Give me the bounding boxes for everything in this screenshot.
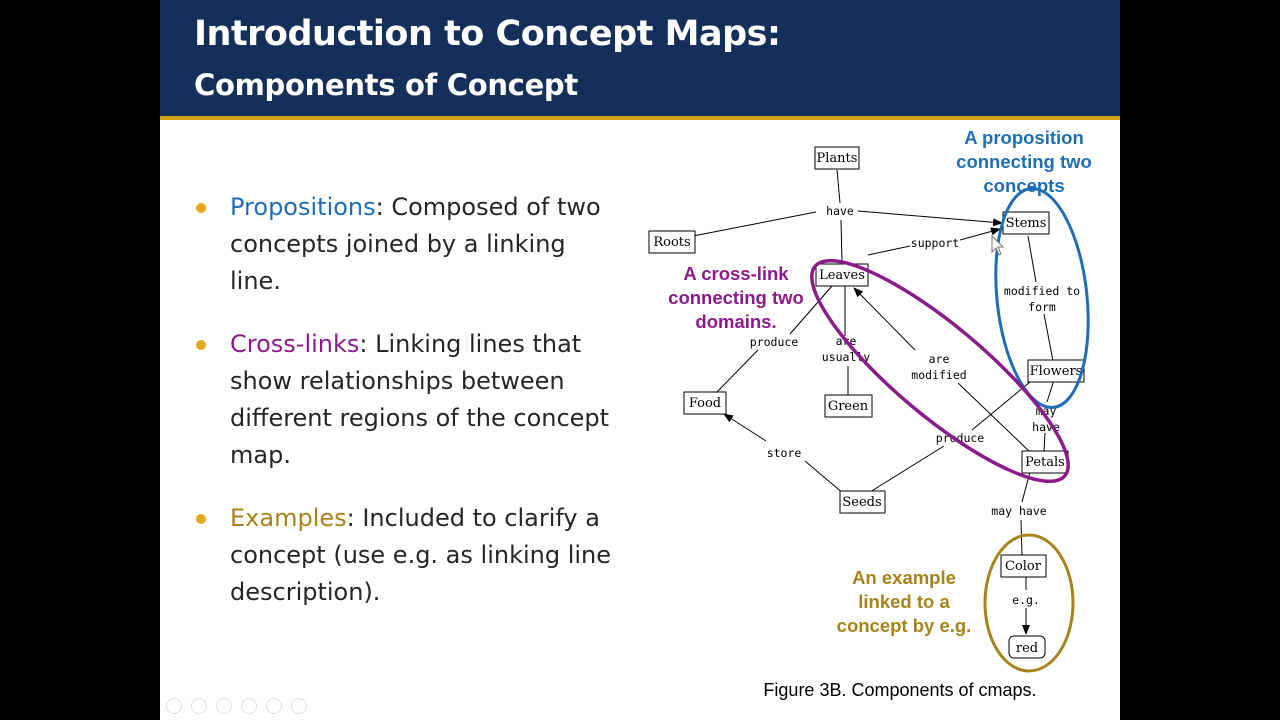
bullet-propositions: Propositions: Composed of two concepts j… bbox=[230, 189, 620, 300]
bullet-text: : Included to clarify a concept (use e.g… bbox=[230, 504, 612, 606]
slide: Introduction to Concept Maps: Components… bbox=[160, 0, 1120, 720]
concept-flowers: Flowers bbox=[1030, 364, 1083, 379]
link-modified: modified bbox=[911, 368, 966, 382]
bullet-dot bbox=[196, 340, 206, 350]
concept-green: Green bbox=[828, 399, 869, 414]
link-form: form bbox=[1028, 300, 1056, 314]
bullet-term: Examples bbox=[230, 504, 347, 532]
concept-box bbox=[683, 391, 727, 415]
link-have: have bbox=[1032, 420, 1060, 434]
concept-box bbox=[1027, 359, 1085, 383]
bullet-examples: Examples: Included to clarify a concept … bbox=[230, 500, 620, 611]
concept-seeds: Seeds bbox=[842, 495, 881, 510]
title-bar: Introduction to Concept Maps: Components… bbox=[160, 0, 1120, 116]
link-store: store bbox=[767, 446, 802, 460]
bullet-dot bbox=[196, 514, 206, 524]
link-modified-to: modified to bbox=[1004, 284, 1080, 298]
slide-title: Introduction to Concept Maps: bbox=[194, 14, 781, 54]
bullet-text: : Composed of two concepts joined by a l… bbox=[230, 193, 601, 295]
concept-roots: Roots bbox=[653, 235, 690, 250]
next-icon[interactable] bbox=[191, 698, 207, 714]
link-have: have bbox=[826, 204, 854, 218]
concept-map-diagram: Plants Roots Stems Leaves Flowers Food G… bbox=[648, 127, 1092, 700]
bullet-dot bbox=[196, 203, 206, 213]
crosslink-highlight bbox=[810, 258, 1070, 484]
example-annotation: concept by e.g. bbox=[837, 615, 972, 636]
pen-icon[interactable] bbox=[216, 698, 232, 714]
concept-box bbox=[839, 490, 886, 514]
link-may-have: may have bbox=[991, 504, 1046, 518]
link-eg: e.g. bbox=[1012, 593, 1040, 607]
concept-plants: Plants bbox=[817, 151, 858, 166]
figure-caption: Figure 3B. Components of cmaps. bbox=[763, 680, 1036, 700]
crosslink-annotation: domains. bbox=[695, 311, 776, 332]
concept-red: red bbox=[1016, 641, 1038, 656]
proposition-annotation: A proposition bbox=[964, 127, 1084, 148]
concept-food: Food bbox=[689, 396, 721, 411]
concept-color: Color bbox=[1005, 559, 1042, 574]
example-annotation: An example bbox=[852, 567, 956, 588]
link-produce: produce bbox=[750, 335, 799, 349]
concept-box bbox=[1000, 554, 1047, 578]
crosslink-annotation: A cross-link bbox=[683, 263, 789, 284]
concept-box bbox=[648, 230, 696, 254]
example-annotation: linked to a bbox=[858, 591, 950, 612]
slides-icon[interactable] bbox=[241, 698, 257, 714]
concept-stems: Stems bbox=[1006, 216, 1047, 231]
bullet-text: : Linking lines that show relationships … bbox=[230, 330, 610, 469]
link-support: support bbox=[911, 236, 959, 250]
link-are: are bbox=[929, 352, 950, 366]
mouse-cursor-icon bbox=[991, 234, 1005, 256]
concept-box bbox=[824, 394, 873, 418]
bullet-term: Cross-links bbox=[230, 330, 360, 358]
example-highlight bbox=[983, 533, 1075, 673]
title-divider bbox=[160, 116, 1120, 120]
previous-icon[interactable] bbox=[166, 698, 182, 714]
crosslink-annotation: connecting two bbox=[668, 287, 804, 308]
proposition-annotation: concepts bbox=[983, 175, 1064, 196]
slide-subtitle: Components of Concept bbox=[194, 68, 578, 102]
concept-box bbox=[814, 146, 860, 170]
concept-leaves: Leaves bbox=[819, 268, 865, 283]
concept-petals: Petals bbox=[1025, 455, 1065, 470]
concept-box bbox=[815, 263, 869, 287]
proposition-annotation: connecting two bbox=[956, 151, 1092, 172]
bullet-cross-links: Cross-links: Linking lines that show rel… bbox=[230, 326, 620, 474]
concept-box bbox=[1008, 635, 1046, 659]
zoom-icon[interactable] bbox=[266, 698, 282, 714]
more-icon[interactable] bbox=[291, 698, 307, 714]
proposition-highlight bbox=[994, 187, 1090, 409]
bullet-term: Propositions bbox=[230, 193, 376, 221]
